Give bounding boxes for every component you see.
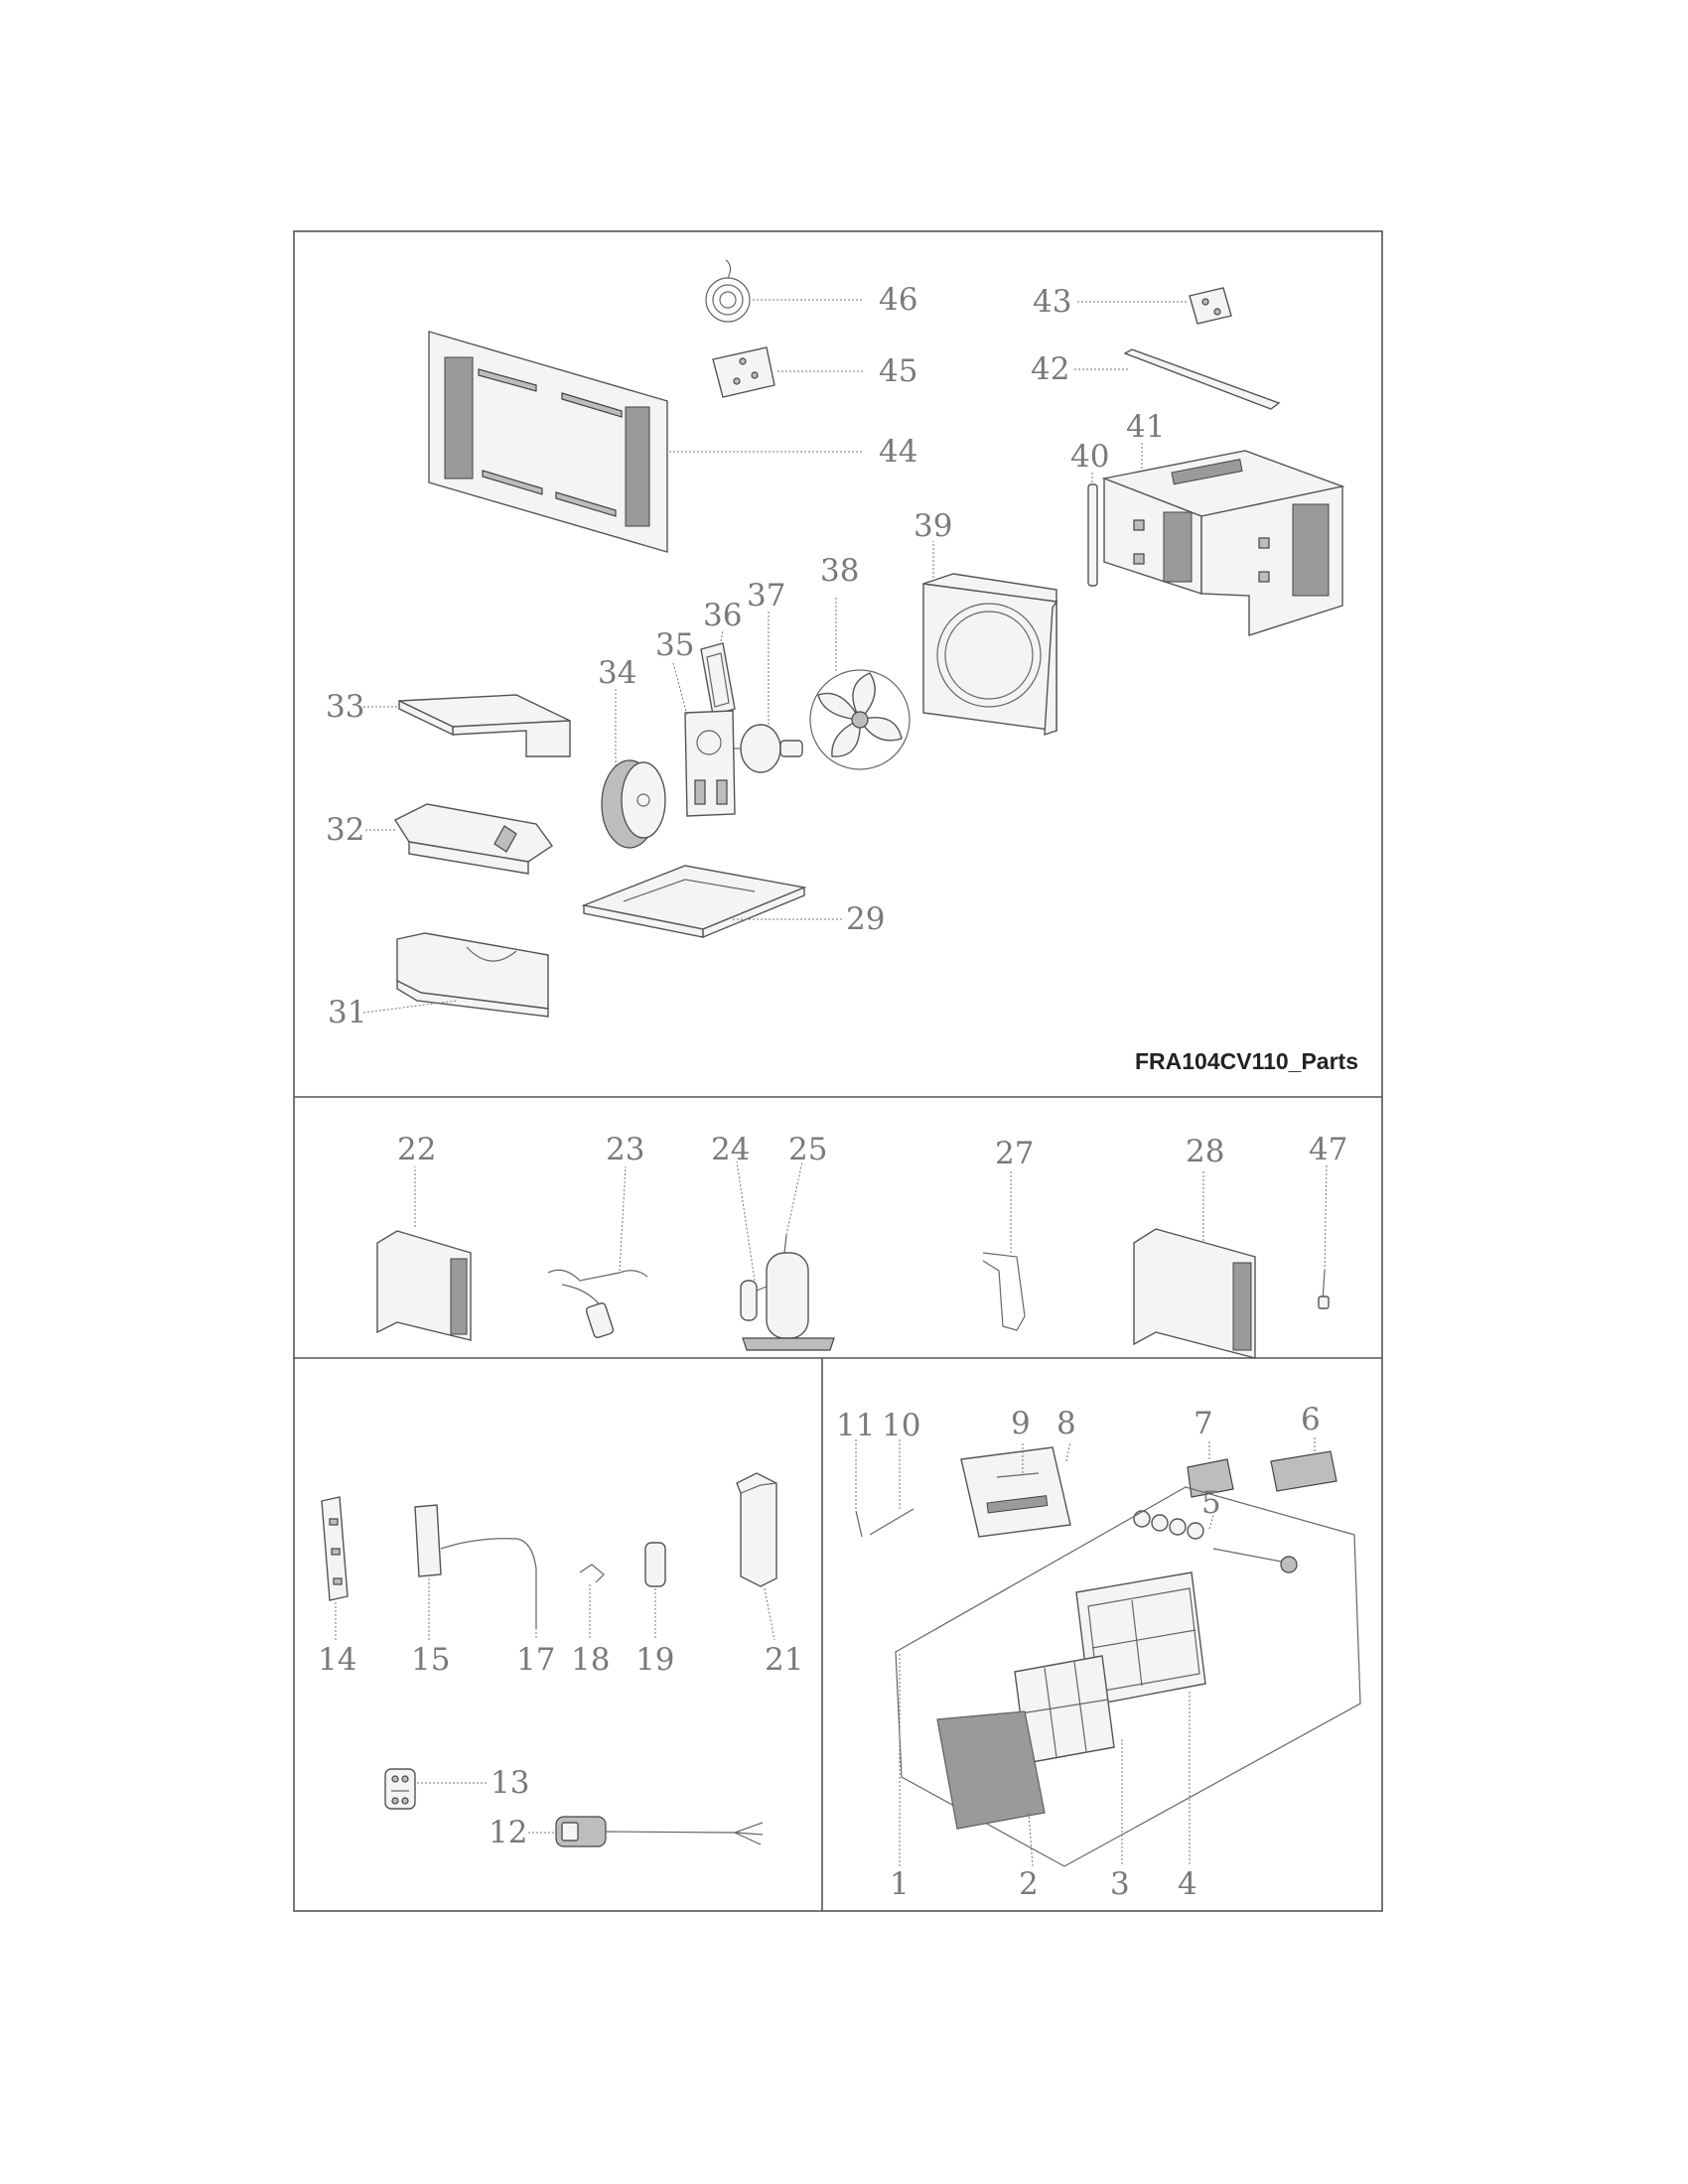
callout-11: 11	[836, 1408, 875, 1443]
part-29-base-pan: 29	[581, 865, 885, 939]
callout-17: 17	[516, 1642, 555, 1678]
callout-12: 12	[489, 1815, 527, 1850]
part-21-electric-box-cover: 21	[736, 1472, 803, 1678]
callout-35: 35	[655, 627, 694, 663]
callout-27: 27	[995, 1136, 1034, 1171]
callout-5: 5	[1201, 1485, 1221, 1521]
part-1-front-assembly: 1	[890, 1486, 1361, 1902]
callout-43: 43	[1033, 284, 1071, 320]
part-34-blower-wheel: 34	[598, 655, 666, 849]
callout-15: 15	[411, 1642, 450, 1678]
part-9-spring: 9	[996, 1406, 1040, 1478]
part-43-plate: 43	[1033, 284, 1232, 325]
diagram-title: FRA104CV110_Parts	[1135, 1048, 1358, 1074]
part-17-wire: 17	[440, 1538, 555, 1678]
part-7-louver: 7	[1187, 1406, 1234, 1498]
callout-6: 6	[1301, 1402, 1321, 1437]
callout-19: 19	[635, 1642, 674, 1678]
part-13-remote-control: 13	[384, 1765, 529, 1810]
part-31-lower-duct: 31	[328, 932, 549, 1030]
part-3-air-filter: 3	[1014, 1655, 1130, 1902]
part-47-sensor-clip: 47	[1309, 1132, 1347, 1309]
part-18-clip: 18	[571, 1564, 610, 1678]
callout-41: 41	[1126, 409, 1165, 445]
outer-frame	[293, 230, 1383, 1912]
callout-45: 45	[879, 353, 917, 389]
part-35-motor-bracket: 35	[655, 627, 736, 817]
part-11-screw: 11	[836, 1408, 875, 1538]
callout-39: 39	[914, 508, 952, 544]
part-44-window-frame: 44	[428, 331, 917, 553]
part-25-compressor-terminal: 25	[783, 1132, 827, 1254]
part-46-heater-coil: 46	[705, 259, 917, 323]
part-15-display-panel: 15	[411, 1504, 450, 1678]
callout-2: 2	[1019, 1866, 1039, 1902]
callout-10: 10	[882, 1408, 920, 1443]
callout-25: 25	[788, 1132, 827, 1167]
part-6-louver: 6	[1270, 1402, 1337, 1492]
part-41-cabinet: 41	[1101, 409, 1345, 636]
callout-23: 23	[606, 1132, 644, 1167]
part-36-gasket: 36	[700, 598, 742, 716]
part-37-fan-motor: 37	[733, 578, 803, 773]
part-42-seal-strip: 42	[1031, 348, 1281, 410]
callout-40: 40	[1070, 439, 1109, 475]
part-2-front-grille: 2	[936, 1710, 1046, 1902]
callout-38: 38	[820, 553, 859, 589]
callout-3: 3	[1110, 1866, 1130, 1902]
part-33-upper-duct: 33	[326, 689, 571, 757]
part-28-condenser: 28	[1133, 1134, 1256, 1359]
part-19-capacitor: 19	[635, 1542, 674, 1678]
part-5-louver-linkage: 5	[1133, 1485, 1298, 1573]
part-39-fan-shroud: 39	[914, 508, 1057, 736]
callout-13: 13	[491, 1765, 529, 1801]
part-23-capillary-assembly: 23	[547, 1132, 648, 1338]
callout-36: 36	[703, 598, 742, 633]
callout-1: 1	[890, 1866, 910, 1902]
callout-9: 9	[1011, 1406, 1031, 1441]
callout-22: 22	[397, 1132, 436, 1167]
part-32-air-guide: 32	[326, 803, 553, 875]
part-45-bracket: 45	[712, 346, 917, 398]
callout-4: 4	[1178, 1866, 1197, 1902]
callout-31: 31	[328, 995, 366, 1030]
part-24-compressor: 24	[711, 1132, 835, 1351]
callout-28: 28	[1186, 1134, 1224, 1169]
part-27-connecting-tube: 27	[982, 1136, 1034, 1331]
callout-18: 18	[571, 1642, 610, 1678]
panel-frames	[293, 230, 1383, 1912]
callout-21: 21	[765, 1642, 803, 1678]
callout-24: 24	[711, 1132, 750, 1167]
part-40-side-rail: 40	[1070, 439, 1109, 587]
callout-42: 42	[1031, 351, 1069, 387]
callout-34: 34	[598, 655, 636, 691]
callout-29: 29	[846, 901, 885, 937]
callout-44: 44	[879, 434, 917, 470]
callout-33: 33	[326, 689, 364, 725]
callout-8: 8	[1056, 1406, 1076, 1441]
callout-32: 32	[326, 812, 364, 848]
callout-37: 37	[747, 578, 785, 614]
callout-46: 46	[879, 282, 917, 318]
callout-47: 47	[1309, 1132, 1347, 1167]
part-10-pin: 10	[869, 1408, 920, 1536]
part-38-fan-blade: 38	[809, 553, 911, 770]
part-8-hardware-bag: 8	[960, 1406, 1076, 1538]
callout-14: 14	[318, 1642, 356, 1678]
part-22-evaporator: 22	[376, 1132, 472, 1341]
callout-7: 7	[1194, 1406, 1213, 1441]
part-12-power-cord: 12	[489, 1815, 764, 1850]
part-14-control-board: 14	[318, 1496, 356, 1678]
